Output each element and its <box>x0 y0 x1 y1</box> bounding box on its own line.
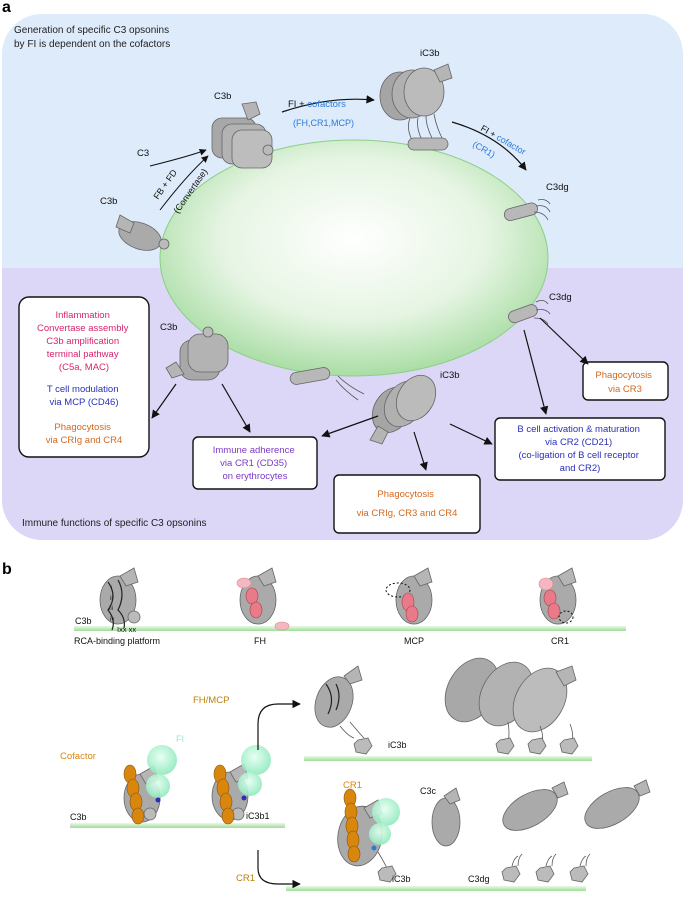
box-immune-adherence: Immune adherence via CR1 (CD35) on eryth… <box>192 436 318 490</box>
ic3b-lower-molecule <box>289 367 437 445</box>
label-c3c: C3c <box>420 786 437 796</box>
arrow-c3dg-to-phago-cr3 <box>539 317 589 365</box>
arrow-c3b-to-adherence <box>221 383 251 433</box>
c3b-left-molecule <box>115 214 170 251</box>
label-c3b-top: C3b <box>214 91 231 102</box>
c3dg-fragments <box>501 853 591 883</box>
c3b-top-molecule <box>211 101 274 169</box>
arrow-ic3b-to-bcell <box>449 423 493 445</box>
arrow-fh-mcp-branch <box>257 699 301 750</box>
ic3b-fh-mcp-product <box>314 665 373 755</box>
svg-text:Phagocytosis via CRIg an: Phagocytosis via CRIg and CR4 <box>46 422 123 446</box>
box-bcell-activation: B cell activation & maturation via CR2 (… <box>494 417 666 481</box>
arrow-c3b-to-phago-left <box>151 383 177 419</box>
c3b-cr1-complex <box>538 567 577 625</box>
svg-text:ii: ii <box>110 596 113 602</box>
arrow-c3b-to-c3b <box>159 155 209 211</box>
label-cr1-orange: CR1 <box>343 780 362 791</box>
svg-text:iii: iii <box>109 606 113 612</box>
label-c3b-lower: C3b <box>160 322 177 333</box>
ic3b1-cofactor-complex <box>211 745 271 825</box>
label-ic3b-b: iC3b <box>392 874 411 884</box>
c3c-fragments <box>431 779 651 847</box>
ic3b-cr1-fi-complex <box>337 788 400 883</box>
label-fi: FI <box>176 734 184 744</box>
row2-bottom-surface <box>286 886 586 891</box>
label-ic3b-lower: iC3b <box>440 370 460 381</box>
ic3b-stack-top-right <box>444 657 579 755</box>
label-cofactor: Cofactor <box>60 751 96 762</box>
label-c3dg-bottom: C3dg <box>468 874 490 884</box>
label-ic3b-top: iC3b <box>420 48 440 59</box>
row1-surface <box>74 626 626 631</box>
label-mg-domains: Ixx xx <box>117 625 136 634</box>
box-phagocytosis-cr3-cr4: Phagocytosis via CRIg, CR3 and CR4 <box>333 474 481 534</box>
label-fi-cofactors: FI + cofactors <box>288 99 346 110</box>
box-inflammation-functions: Inflammation Convertase assembly C3b amp… <box>18 296 150 458</box>
immune-functions-note: Immune functions of specific C3 opsonins <box>22 518 207 529</box>
panel-b-letter: b <box>2 561 12 578</box>
label-row1-c3b: C3b <box>75 616 92 626</box>
label-fh-cr1-mcp: (FH,CR1,MCP) <box>293 118 354 128</box>
arrow-c3b-to-ic3b <box>281 95 375 113</box>
svg-text:Immune adherence via CR1: Immune adherence via CR1 (CD35) on eryth… <box>213 445 298 482</box>
label-cr1-bottom: CR1 <box>236 873 255 884</box>
svg-text:T cell modulation via MC: T cell modulation via MCP (CD46) <box>47 384 121 408</box>
svg-text:Phagocytosis via CRIg, C: Phagocytosis via CRIg, CR3 and CR4 <box>357 489 458 519</box>
c3b-cofactor-fi-complex <box>123 745 177 825</box>
label-c3dg-right: C3dg <box>546 182 569 193</box>
ic3b-top-molecule <box>379 63 453 151</box>
box-phagocytosis-cr3: Phagocytosis via CR3 <box>582 361 669 401</box>
label-c3b-left: C3b <box>100 196 117 207</box>
label-c3: C3 <box>137 148 149 159</box>
c3b-fh-complex <box>236 567 290 631</box>
label-c3dg-lower: C3dg <box>549 292 572 303</box>
label-mcp: MCP <box>404 636 424 646</box>
generation-note: Generation of specific C3 opsonins by FI… <box>14 25 172 50</box>
label-cr1-row1: CR1 <box>551 636 569 646</box>
c3b-lower-molecule <box>165 326 229 381</box>
row2-left-surface <box>70 823 285 828</box>
arrow-ic3b-to-c3dg <box>451 121 527 171</box>
label-fh: FH <box>254 636 266 646</box>
c3dg-right-molecule <box>503 199 551 221</box>
label-fh-mcp: FH/MCP <box>193 695 229 706</box>
panel-a-letter: a <box>2 0 11 16</box>
svg-text:B cell activation & maturation: B cell activation & maturation via CR2 (… <box>517 424 642 474</box>
svg-text:iv: iv <box>110 617 114 623</box>
label-row2-c3b: C3b <box>70 812 87 822</box>
arrow-c3dg-to-bcell <box>523 329 549 415</box>
arrow-ic3b-to-adherence <box>321 415 379 438</box>
svg-text:Inflammation Convertase: Inflammation Convertase assembly C3b amp… <box>37 310 131 373</box>
label-ic3b-a: iC3b <box>388 740 407 750</box>
membrane-ellipse <box>159 139 549 377</box>
c3b-mcp-complex <box>385 567 433 625</box>
svg-text:i: i <box>111 586 112 592</box>
label-rca-platform: RCA-binding platform <box>74 636 160 646</box>
c3dg-lower-molecule <box>508 300 551 325</box>
arrow-ic3b-to-phago-middle <box>413 431 428 471</box>
row2-top-surface <box>304 756 592 761</box>
arrow-cr1-branch <box>257 850 301 889</box>
c3b-rca-platform-molecule: i ii iii iv <box>99 567 141 631</box>
arrow-c3-to-c3b <box>149 148 207 167</box>
label-ic3b1: iC3b1 <box>246 811 270 821</box>
svg-text:Phagocytosis via CR3: Phagocytosis via CR3 <box>595 370 654 395</box>
